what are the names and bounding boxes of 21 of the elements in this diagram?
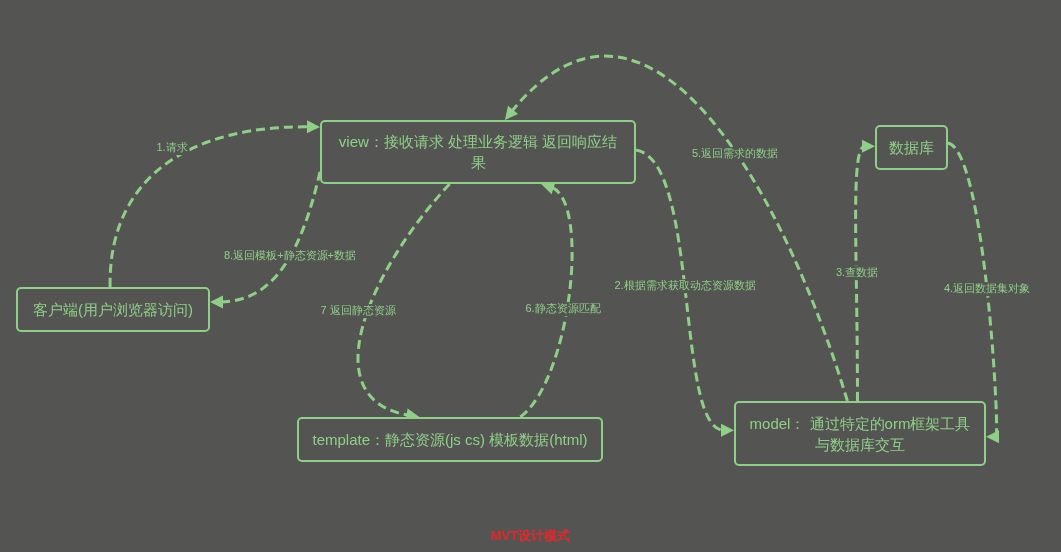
process-box: view：接收请求 处理业务逻辑 返回响应结果 [320,120,636,184]
edge-label: 2.根据需求获取动态资源数据 [612,279,758,293]
arrow [854,139,875,401]
diagram-caption: MVT设计模式 [490,528,571,543]
arrow [210,171,322,309]
process-box: template：静态资源(js cs) 模板数据(html) [297,417,603,462]
edge-label: 5.返回需求的数据 [689,147,781,161]
process-box: 数据库 [875,125,948,170]
edge-label: 1.请求 [154,141,190,155]
arrow [947,141,999,444]
arrow [519,181,574,419]
process-box: 客户端(用户浏览器访问) [16,287,210,332]
arrow [635,148,734,437]
edge-label: 8.返回模板+静态资源+数据 [222,249,358,263]
arrow [108,120,320,288]
process-box: model： 通过特定的orm框架工具与数据库交互 [734,401,986,466]
edge-label: 6.静态资源匹配 [523,302,603,316]
edge-label: 3.查数据 [833,266,881,280]
arrow [504,55,849,402]
edge-label: 4.返回数据集对象 [941,282,1033,296]
edge-label: 7 返回静态资源 [318,304,398,318]
